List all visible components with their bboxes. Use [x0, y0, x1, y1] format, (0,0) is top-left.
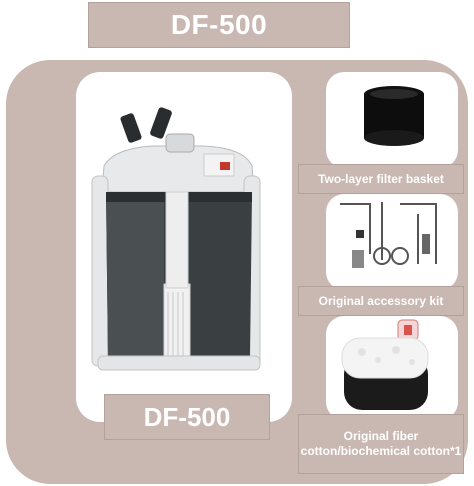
filter-cotton-icon — [341, 319, 429, 410]
filter-cotton-card — [326, 316, 458, 420]
filter-basket-card — [326, 72, 458, 168]
inlet-valve-icon — [120, 107, 172, 143]
product-name-banner: DF-500 — [104, 394, 270, 440]
filter-basket-label: Two-layer filter basket — [298, 164, 464, 194]
filter-basket-icon — [364, 86, 424, 146]
filter-cotton-label: Original fiber cotton/biochemical cotton… — [298, 414, 464, 474]
title-banner: DF-500 — [88, 2, 350, 48]
accessory-kit-icon — [340, 202, 437, 268]
accessory-kit-card — [326, 194, 458, 290]
canister-filter-image — [91, 107, 261, 371]
accessory-kit-label: Original accessory kit — [298, 286, 464, 316]
title-text: DF-500 — [170, 9, 268, 40]
product-name: DF-500 — [143, 401, 231, 432]
